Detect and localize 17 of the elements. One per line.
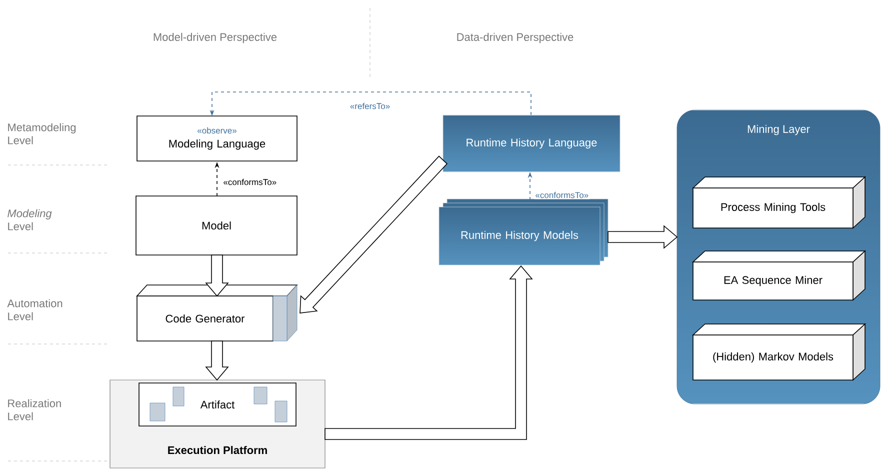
block-arrow [205,340,229,381]
level-label: Metamodeling Level [8,123,76,144]
language-box: Runtime History Language [442,114,620,172]
column-heading: Data-driven Perspective [457,32,574,44]
block-arrow [324,265,533,440]
edge-label: «refersTo» [348,102,392,110]
stacked-models-box: Runtime History Models [438,198,608,266]
column-heading: Model-driven Perspective [154,32,277,44]
block-arrow [608,225,678,249]
level-label: Realization Level [8,399,61,420]
edge-label: «conformsTo» [534,190,590,200]
level-label: Modeling Level [8,209,52,230]
process-box: «observe» Modeling Language [136,116,298,162]
edge-label: «conformsTo» [222,178,278,186]
process-box: Model [136,196,298,256]
level-label: Automation Level [7,299,62,320]
block-arrow [205,254,229,297]
